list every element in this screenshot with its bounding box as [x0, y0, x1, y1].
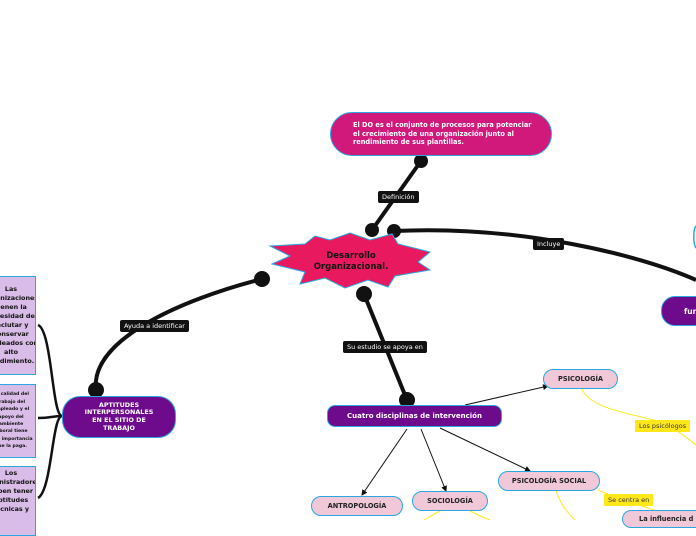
definition-node[interactable]: El DO es el conjunto de procesos para po…	[330, 112, 552, 156]
left-box-3[interactable]: Los administradores deben tener aptitude…	[0, 466, 36, 536]
edge-label-apoya: Su estudio se apoya en	[343, 341, 427, 353]
psicologia-node[interactable]: PSICOLOGÍA	[543, 369, 618, 389]
influencia-node[interactable]: La influencia d	[622, 510, 696, 528]
psicologia-social-node[interactable]: PSICOLOGÍA SOCIAL	[498, 471, 600, 491]
connector-dot	[254, 271, 270, 287]
partial-right-label: fun	[684, 306, 696, 316]
yellow-connector	[581, 388, 696, 446]
psicologia-social-label: PSICOLOGÍA SOCIAL	[511, 477, 587, 485]
central-node[interactable]: Desarrollo Organizacional.	[295, 248, 407, 276]
yellow-connector	[469, 510, 491, 520]
mind-map-canvas	[37, 154, 696, 520]
brace-left	[37, 323, 64, 418]
connector-dot	[356, 286, 372, 302]
arrow-psicologia	[464, 384, 549, 406]
arrow-sociologia	[420, 428, 447, 492]
yellow-connector	[423, 510, 441, 520]
connector-dot	[399, 392, 415, 408]
antropologia-label: ANTROPOLOGÍA	[327, 502, 387, 510]
connector-incluye	[393, 228, 696, 282]
aptitudes-label: APTITUDES INTERPERSONALES EN EL SITIO DE…	[84, 400, 154, 432]
partial-right-node[interactable]: fun	[661, 296, 696, 326]
psicologia-label: PSICOLOGÍA	[557, 375, 604, 383]
central-node-label: Desarrollo Organizacional.	[313, 251, 389, 272]
brace-left	[37, 414, 63, 500]
definition-text: El DO es el conjunto de procesos para po…	[353, 121, 532, 147]
disciplinas-node[interactable]: Cuatro disciplinas de intervención	[327, 405, 502, 427]
connector-dot	[88, 382, 104, 398]
left-box-2[interactable]: La calidad del trabajo del empleado y el…	[0, 384, 36, 458]
left-box-1-text: Las organizaciones tienen la necesidad d…	[0, 285, 36, 365]
edge-label-incluye: Incluye	[533, 238, 565, 250]
sociologia-node[interactable]: SOCIOLOGÍA	[412, 491, 488, 511]
partial-node-edge	[693, 225, 696, 249]
left-box-3-text: Los administradores deben tener aptitude…	[0, 469, 35, 513]
antropologia-node[interactable]: ANTROPOLOGÍA	[311, 496, 403, 516]
arrow-antropologia	[361, 428, 408, 496]
left-box-2-text: La calidad del trabajo del empleado y el…	[0, 392, 33, 450]
central-node-shape[interactable]	[268, 232, 432, 289]
arrow-psicologia-social	[439, 427, 531, 472]
connector-dot	[414, 154, 428, 168]
connector-dot	[365, 223, 379, 237]
yellow-label-centra: Se centra en	[604, 494, 654, 506]
connector-ayuda	[93, 277, 263, 391]
aptitudes-node[interactable]: APTITUDES INTERPERSONALES EN EL SITIO DE…	[62, 396, 176, 438]
edge-label-definicion: Definición	[378, 191, 419, 203]
edge-label-ayuda: Ayuda a identificar	[120, 320, 189, 332]
yellow-connector	[555, 489, 576, 520]
yellow-label-psicologos: Los psicólogos	[635, 420, 691, 432]
disciplinas-label: Cuatro disciplinas de intervención	[347, 412, 482, 420]
sociologia-label: SOCIOLOGÍA	[427, 497, 473, 505]
left-box-1[interactable]: Las organizaciones tienen la necesidad d…	[0, 276, 36, 375]
influencia-label: La influencia d	[639, 515, 694, 523]
